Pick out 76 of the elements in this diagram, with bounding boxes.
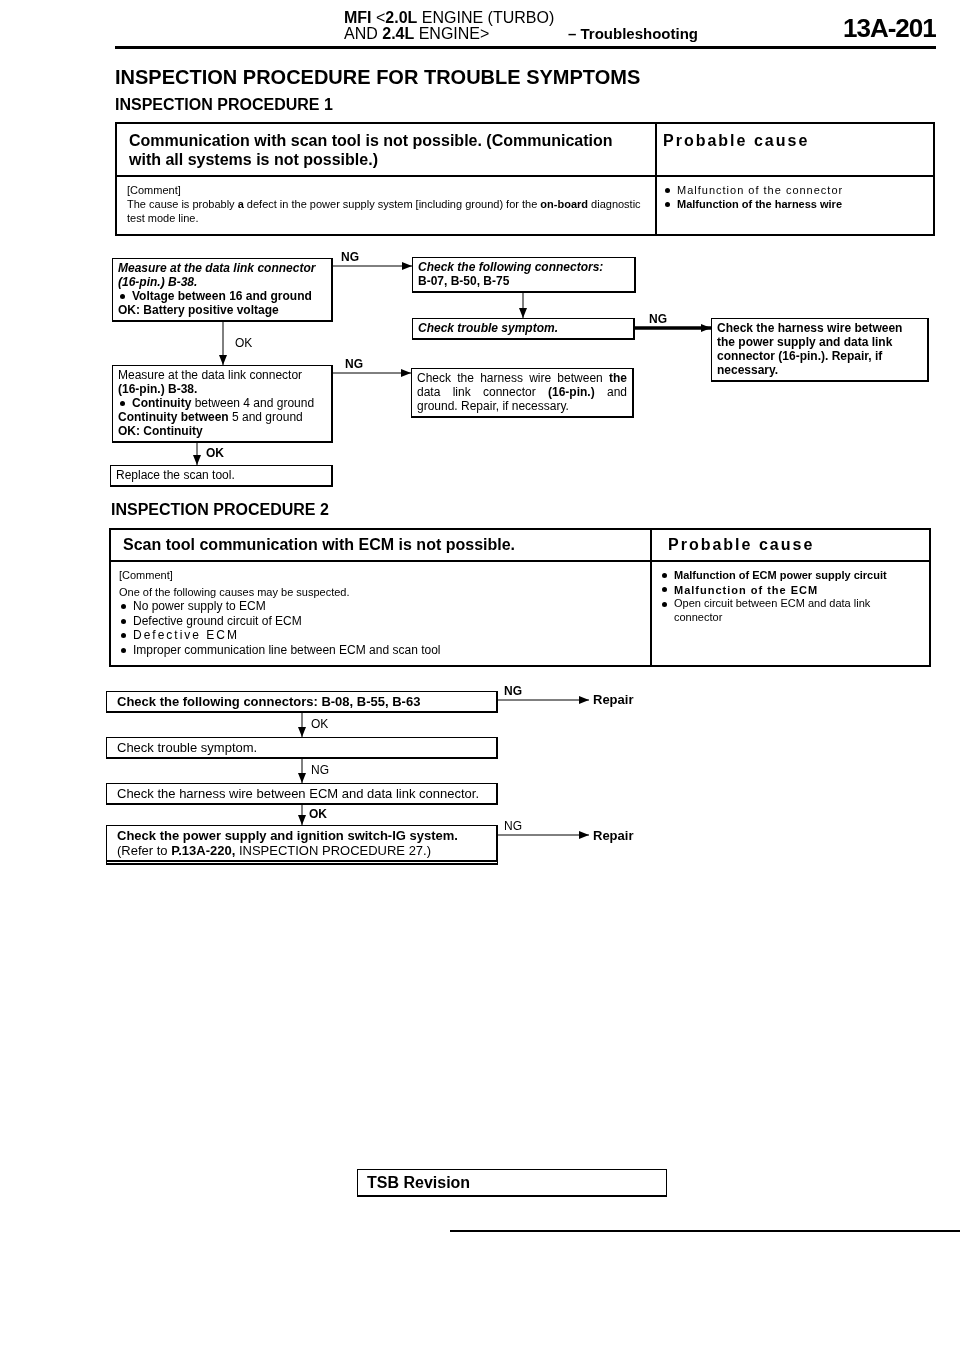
- edge-label: NG: [504, 685, 522, 698]
- step-text: Measure at the data link connector (16-pin.) B-38.: [118, 368, 304, 396]
- process-box: [106, 783, 498, 805]
- bullet-item: Voltage between 16 and ground: [118, 289, 326, 303]
- edge-label: OK: [235, 336, 253, 350]
- symptom-heading: Scan tool communication with ECM is not possible.: [123, 535, 517, 554]
- section-name: – Troubleshooting: [568, 26, 698, 42]
- bullet-item: Malfunction of the ECM: [660, 582, 921, 597]
- symptom-heading: Communication with scan tool is not possible. (Communication with all systems is not possible.): [129, 131, 614, 169]
- bullet-item: Malfunction of the harness wire: [663, 197, 927, 211]
- cause-heading: Probable cause: [663, 131, 811, 150]
- process-box: [112, 365, 333, 443]
- page-header: MFI <2.0L ENGINE (TURBO) AND 2.4L ENGINE>: [344, 10, 556, 42]
- edge-label: NG: [311, 764, 329, 777]
- edge-label: OK: [311, 718, 329, 731]
- process-box: [106, 825, 498, 865]
- step-text: Check the following connectors:: [418, 260, 605, 274]
- edge-label: OK: [309, 808, 327, 821]
- arrow: [298, 758, 306, 784]
- process-box: [711, 318, 929, 382]
- step-text: Check trouble symptom.: [418, 321, 560, 335]
- process-box: [412, 257, 636, 293]
- bullet-item: Defective ground circuit of ECM: [119, 613, 640, 628]
- arrow: [519, 292, 527, 319]
- connector-list: B-07, B-50, B-75: [418, 274, 629, 288]
- arrow: [332, 369, 412, 377]
- revision-label: TSB Revision: [357, 1169, 667, 1197]
- edge-label: OK: [206, 447, 224, 460]
- procedure-heading: INSPECTION PROCEDURE 2: [111, 501, 329, 519]
- page-number: 13A-201: [843, 13, 936, 43]
- process-box: [411, 368, 634, 418]
- arrow: [497, 831, 590, 839]
- edge-label: NG: [341, 251, 359, 264]
- comment-heading: [Comment]: [127, 183, 182, 197]
- process-box: [106, 691, 498, 713]
- step-text: Replace the scan tool.: [116, 468, 236, 482]
- arrow: [193, 442, 201, 466]
- comment-text: One of the following causes may be suspected.: [119, 585, 351, 599]
- result-text: Repair: [589, 692, 634, 708]
- step-text: Check trouble symptom.: [117, 740, 259, 755]
- page-title: INSPECTION PROCEDURE FOR TROUBLE SYMPTOMS: [115, 66, 641, 88]
- bullet-item: Improper communication line between ECM and scan tool: [119, 642, 640, 657]
- process-box: [412, 318, 635, 340]
- arrow: [219, 321, 227, 366]
- bullet-item: Malfunction of ECM power supply circuit: [660, 568, 921, 583]
- step-text: Measure at the data link connector (16-pin.) B-38.: [118, 261, 317, 289]
- step-text: Check the harness wire between ECM and data link connector.: [117, 786, 481, 801]
- edge-label: NG: [649, 313, 667, 326]
- edge-label: NG: [504, 820, 522, 833]
- bullet-item: Open circuit between ECM and data link connector: [660, 597, 921, 624]
- procedure-heading: INSPECTION PROCEDURE 1: [115, 96, 333, 114]
- comment-text: The cause is probably a defect in the power supply system [including ground) for the on-board diagnostic test mode line.: [127, 198, 642, 225]
- bullet-item: Continuity between 4 and ground: [118, 396, 326, 410]
- step-text: Continuity between 5 and ground: [118, 410, 304, 424]
- step-text: Check the harness wire between the power supply and data link connector (16-pin.). Repair, if necessary.: [717, 321, 904, 377]
- edge-label: NG: [345, 358, 363, 371]
- step-text: Check the following connectors: B-08, B-55, B-63: [117, 694, 422, 709]
- ok-criterion: OK: Continuity: [118, 424, 204, 438]
- reference-note: (Refer to P.13A-220, INSPECTION PROCEDURE 27.): [117, 843, 433, 858]
- bullet-item: Malfunction of the connector: [663, 183, 927, 197]
- arrow: [332, 262, 413, 270]
- result-text: Repair: [589, 828, 634, 844]
- arrow: [497, 696, 590, 704]
- bullet-item: Defective ECM: [119, 628, 640, 643]
- comment-heading: [Comment]: [119, 568, 174, 582]
- ok-criterion: OK: Battery positive voltage: [118, 303, 280, 317]
- bullet-item: No power supply to ECM: [119, 599, 640, 614]
- cause-heading: Probable cause: [668, 535, 816, 554]
- step-text: Check the harness wire between the data link connector (16-pin.) and ground. Repair, if necessary.: [417, 371, 627, 413]
- step-text: Check the power supply and ignition switch-IG system.: [117, 828, 459, 843]
- process-box: [110, 465, 333, 487]
- arrow: [298, 712, 306, 738]
- process-box: [106, 737, 498, 759]
- process-box: [112, 258, 333, 322]
- arrow: [298, 804, 306, 826]
- arrow: [635, 324, 711, 332]
